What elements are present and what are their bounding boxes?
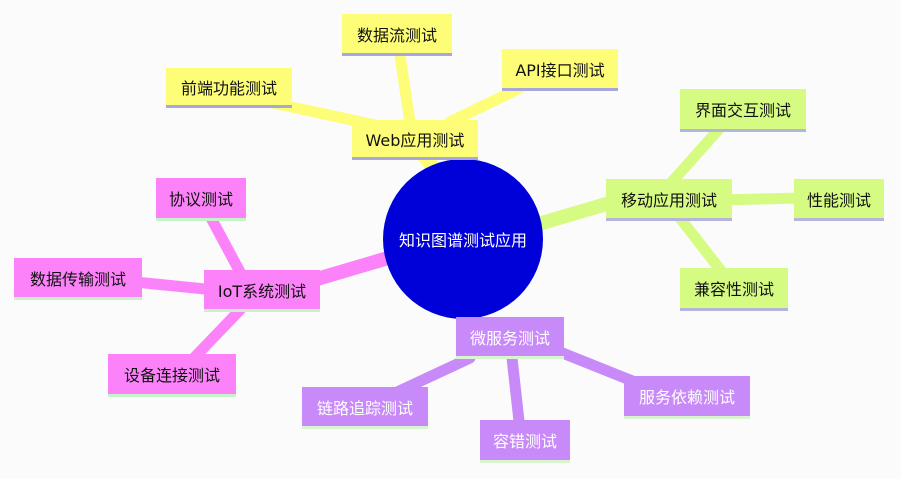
service-dependency-testing-node[interactable]: 服务依赖测试: [624, 376, 750, 419]
device-connection-testing-label: 设备连接测试: [123, 366, 220, 385]
frontend-function-testing-label: 前端功能测试: [180, 78, 277, 98]
microservice-testing-label: 微服务测试: [469, 328, 550, 348]
performance-testing-node[interactable]: 性能测试: [794, 179, 884, 221]
microservice-testing-node[interactable]: 微服务测试: [456, 317, 564, 359]
api-interface-testing-node[interactable]: API接口测试: [502, 49, 618, 91]
performance-testing-label: 性能测试: [806, 190, 871, 210]
link-center-mobile: [528, 193, 627, 232]
dataflow-testing-node[interactable]: 数据流测试: [342, 14, 452, 56]
frontend-function-testing-node[interactable]: 前端功能测试: [166, 68, 292, 108]
link-iot-device: [184, 304, 246, 368]
link-micro-fault: [506, 352, 526, 436]
web-app-testing-node[interactable]: Web应用测试: [352, 120, 478, 160]
data-transfer-testing-node[interactable]: 数据传输测试: [14, 258, 142, 300]
protocol-testing-label: 协议测试: [168, 190, 233, 209]
central-topic-node[interactable]: 知识图谱测试应用: [383, 159, 543, 319]
compatibility-testing-node[interactable]: 兼容性测试: [680, 268, 788, 311]
ui-interaction-testing-label: 界面交互测试: [694, 101, 791, 120]
service-dependency-testing-label: 服务依赖测试: [638, 388, 735, 407]
dataflow-testing-label: 数据流测试: [356, 25, 437, 45]
link-iot-protocol: [204, 210, 246, 278]
link-web-dataflow: [394, 50, 416, 128]
fault-tolerance-testing-label: 容错测试: [492, 432, 557, 451]
compatibility-testing-label: 兼容性测试: [693, 280, 774, 299]
protocol-testing-node[interactable]: 协议测试: [156, 178, 246, 221]
mobile-app-testing-node[interactable]: 移动应用测试: [606, 179, 732, 221]
trace-tracking-testing-node[interactable]: 链路追踪测试: [302, 387, 428, 429]
web-app-testing-label: Web应用测试: [365, 130, 465, 150]
link-mobile-perf: [714, 192, 806, 206]
iot-system-testing-node[interactable]: IoT系统测试: [204, 270, 320, 312]
link-web-api: [444, 82, 526, 128]
data-transfer-testing-label: 数据传输测试: [29, 269, 126, 289]
iot-system-testing-label: IoT系统测试: [217, 281, 307, 301]
link-mobile-compat: [674, 212, 728, 278]
device-connection-testing-node[interactable]: 设备连接测试: [108, 354, 236, 397]
fault-tolerance-testing-node[interactable]: 容错测试: [480, 420, 570, 463]
trace-tracking-testing-label: 链路追踪测试: [316, 398, 413, 418]
api-interface-testing-label: API接口测试: [515, 60, 605, 80]
link-iot-transfer: [129, 276, 221, 296]
mobile-app-testing-label: 移动应用测试: [620, 190, 717, 210]
central-topic-label: 知识图谱测试应用: [398, 231, 527, 250]
ui-interaction-testing-node[interactable]: 界面交互测试: [680, 89, 806, 132]
link-mobile-ui: [664, 122, 726, 190]
